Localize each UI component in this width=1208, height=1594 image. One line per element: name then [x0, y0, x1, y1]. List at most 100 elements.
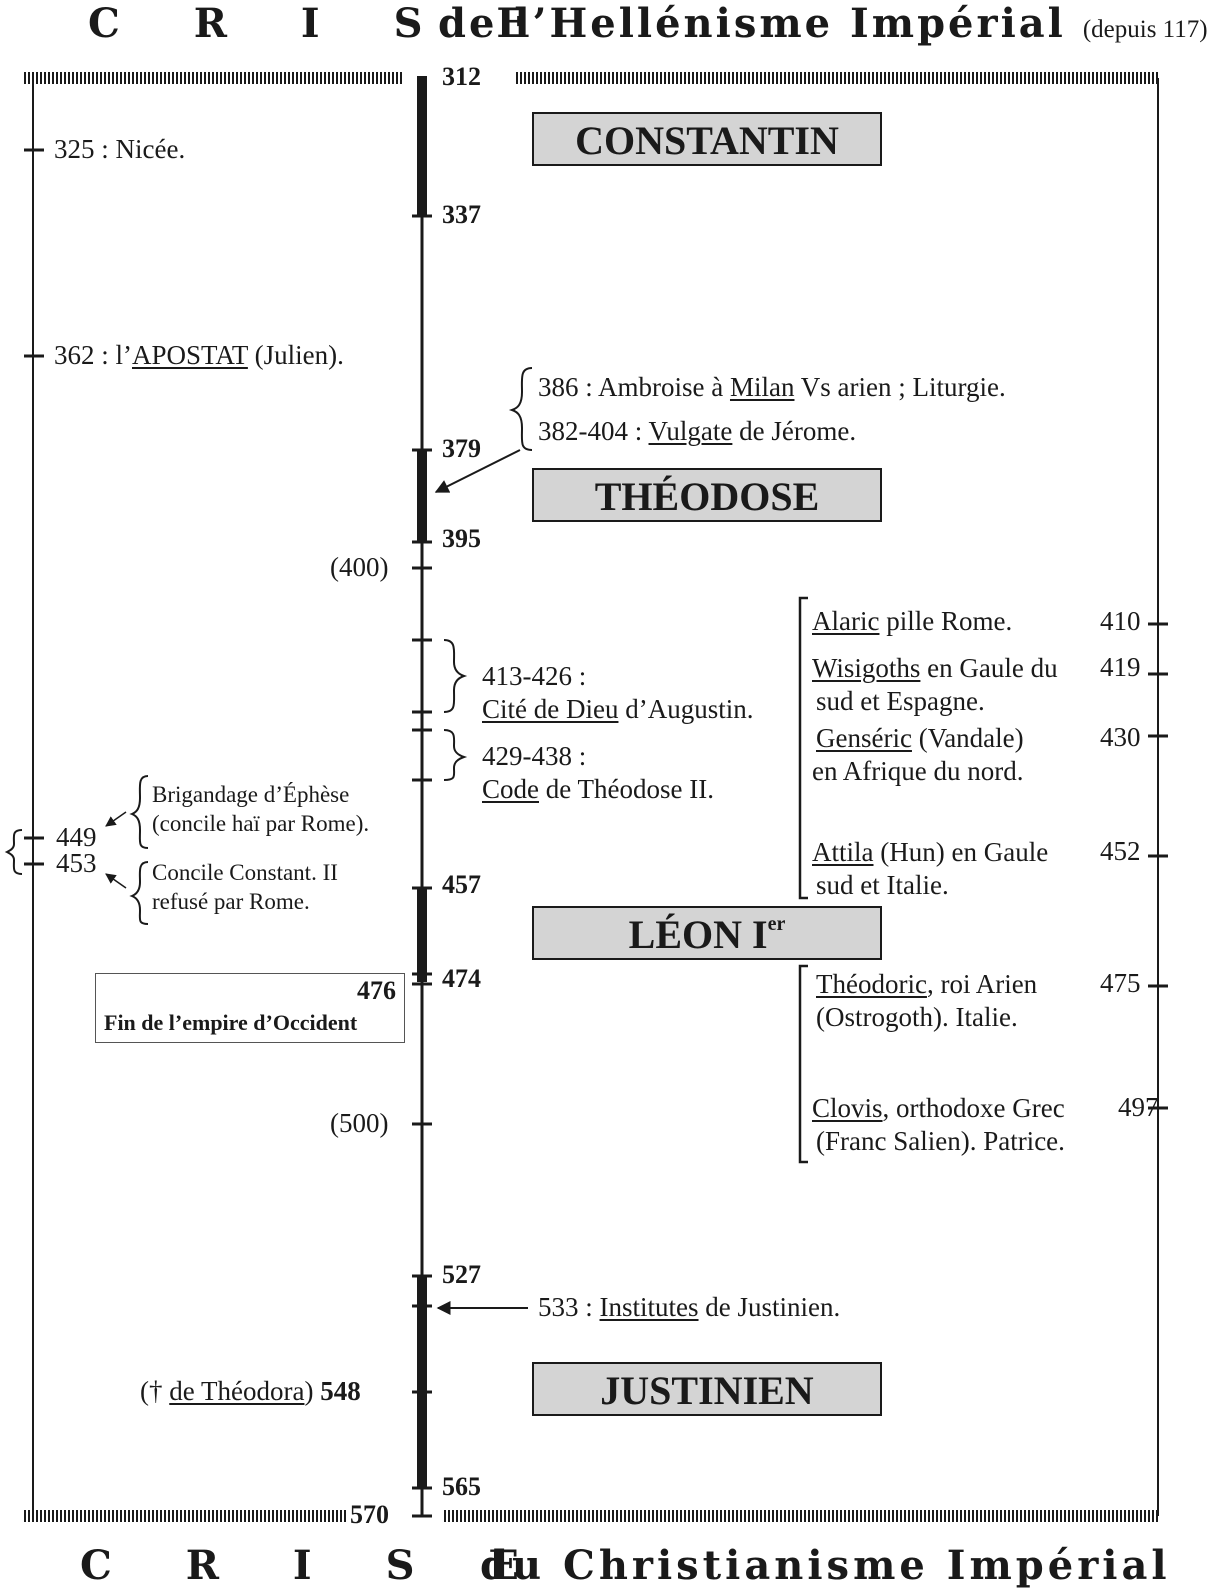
- event-vulgate-c: de Jérome.: [732, 416, 857, 446]
- event-wisigoths-1: Wisigoths en Gaule du: [812, 652, 1058, 685]
- year-400: (400): [330, 552, 389, 582]
- event-attila-b: (Hun) en Gaule: [873, 837, 1049, 867]
- event-institutes-c: de Justinien.: [698, 1292, 841, 1322]
- event-theodoric-b: , roi Arien: [926, 969, 1038, 999]
- year-410: 410: [1100, 606, 1141, 636]
- event-cite-2: Cité de Dieu d’Augustin.: [482, 693, 753, 726]
- event-vulgate: 382-404 : Vulgate de Jérome.: [538, 416, 856, 446]
- event-nicee: 325 : Nicée.: [54, 134, 186, 164]
- event-alaric: Alaric pille Rome.: [812, 606, 1012, 636]
- event-theodora-a: (†: [140, 1376, 163, 1406]
- year-548: 548: [320, 1376, 361, 1406]
- event-institutes-a: 533 :: [538, 1292, 600, 1322]
- brace-449-453: [4, 829, 23, 875]
- event-code: 429-438 : Code de Théodose II.: [482, 740, 714, 806]
- year-497: 497: [1118, 1092, 1159, 1122]
- event-genseric: Genséric (Vandale) en Afrique du nord.: [812, 722, 1024, 788]
- event-ambroise-a: 386 : Ambroise à: [538, 372, 730, 402]
- event-clovis-b: , orthodoxe Grec: [882, 1093, 1065, 1123]
- event-apostat: 362 : l’APOSTAT (Julien).: [54, 340, 344, 370]
- arrow-449: [105, 811, 127, 827]
- header-title-text: de l’Hellénisme Impérial: [438, 0, 1066, 47]
- emperor-constantin: CONSTANTIN: [532, 112, 882, 166]
- event-genseric-2: en Afrique du nord.: [812, 756, 1024, 786]
- event-ephese: Brigandage d’Éphèse (concile haï par Rom…: [152, 780, 369, 838]
- event-theodoric-a: Théodoric: [816, 969, 927, 999]
- box-fin-empire-text: Fin de l’empire d’Occident: [104, 1010, 358, 1035]
- event-ambroise-b: Milan: [729, 372, 795, 402]
- event-wisigoths: Wisigoths en Gaule du sud et Espagne.: [812, 652, 1058, 718]
- header-crise: C R I S E: [88, 0, 557, 47]
- event-constant-2: refusé par Rome.: [152, 889, 310, 914]
- footer-title: du Christianisme Impérial: [480, 1542, 1171, 1589]
- event-code-2a: Code: [482, 774, 539, 804]
- event-ambroise-c: Vs arien ; Liturgie.: [794, 372, 1006, 402]
- box-fin-empire-year: 476: [357, 976, 396, 1005]
- year-312: 312: [442, 62, 481, 91]
- footer-crise: C R I S E: [80, 1542, 549, 1589]
- bracket-invasions: [798, 596, 808, 900]
- axis-ticks: [412, 214, 432, 1518]
- brace-constant: [129, 861, 149, 925]
- brace-code: [443, 729, 468, 781]
- event-code-2b: de Théodose II.: [539, 774, 714, 804]
- event-code-1: 429-438 :: [482, 741, 587, 771]
- event-cite-2b: d’Augustin.: [618, 694, 754, 724]
- event-theodoric-1: Théodoric, roi Arien: [816, 968, 1037, 1001]
- event-apostat-c: (Julien).: [247, 340, 344, 370]
- left-ticks: [24, 148, 44, 866]
- event-constant: Concile Constant. II refusé par Rome.: [152, 858, 338, 916]
- event-clovis-a: Clovis: [812, 1093, 883, 1123]
- arrow-453: [105, 873, 127, 889]
- emperor-leon: LÉON Ier: [532, 906, 882, 960]
- year-565: 565: [442, 1472, 481, 1501]
- right-ticks: [1148, 622, 1168, 1110]
- event-theodoric-2: (Ostrogoth). Italie.: [816, 1002, 1018, 1032]
- year-379: 379: [442, 434, 481, 463]
- event-theodora-b: de Théodora: [169, 1376, 305, 1406]
- event-institutes: 533 : Institutes de Justinien.: [538, 1292, 840, 1322]
- year-570: 570: [350, 1500, 389, 1529]
- bottom-hatch-left: [24, 1510, 346, 1522]
- event-wisigoths-2: sud et Espagne.: [816, 686, 985, 716]
- emperor-leon-sup: er: [767, 913, 786, 935]
- event-clovis: Clovis, orthodoxe Grec (Franc Salien). P…: [812, 1092, 1065, 1158]
- year-527: 527: [442, 1260, 481, 1289]
- reign-bar-leon: [417, 888, 427, 982]
- year-474: 474: [442, 964, 481, 993]
- emperor-theodose: THÉODOSE: [532, 468, 882, 522]
- event-code-2: Code de Théodose II.: [482, 773, 714, 806]
- event-vulgate-b: Vulgate: [648, 416, 733, 446]
- brace-ephese: [129, 775, 149, 849]
- event-genseric-a: Genséric: [816, 723, 912, 753]
- top-hatch-left: [24, 72, 404, 84]
- header-note: (depuis 117): [1082, 16, 1208, 43]
- event-theodora: († de Théodora) 548: [140, 1376, 361, 1406]
- event-attila-1: Attila (Hun) en Gaule: [812, 836, 1048, 869]
- event-vulgate-a: 382-404 :: [538, 416, 649, 446]
- top-hatch-right: [516, 72, 1158, 84]
- event-theodora-c: ): [304, 1376, 314, 1406]
- event-attila-2: sud et Italie.: [816, 870, 949, 900]
- event-alaric-b: pille Rome.: [879, 606, 1013, 636]
- year-337: 337: [442, 200, 481, 229]
- arrow-to-theodose: [434, 449, 521, 493]
- event-alaric-a: Alaric: [812, 606, 880, 636]
- event-attila-a: Attila: [812, 837, 874, 867]
- event-cite-2a: Cité de Dieu: [482, 694, 619, 724]
- year-475: 475: [1100, 968, 1141, 998]
- event-constant-1: Concile Constant. II: [152, 860, 338, 885]
- year-500: (500): [330, 1108, 389, 1138]
- reign-bar-constantin: [417, 76, 427, 216]
- year-453: 453: [56, 848, 97, 878]
- year-430: 430: [1100, 722, 1141, 752]
- reign-bar-justinien: [417, 1276, 427, 1488]
- event-institutes-b: Institutes: [599, 1292, 699, 1322]
- year-449: 449: [56, 822, 97, 852]
- brace-cite: [443, 639, 468, 713]
- year-457: 457: [442, 870, 481, 899]
- brace-ambroise: [508, 367, 533, 451]
- event-genseric-b: (Vandale): [911, 723, 1024, 753]
- header-title: de l’Hellénisme Impérial (depuis 117): [438, 0, 1208, 47]
- event-apostat-b: APOSTAT: [132, 340, 248, 370]
